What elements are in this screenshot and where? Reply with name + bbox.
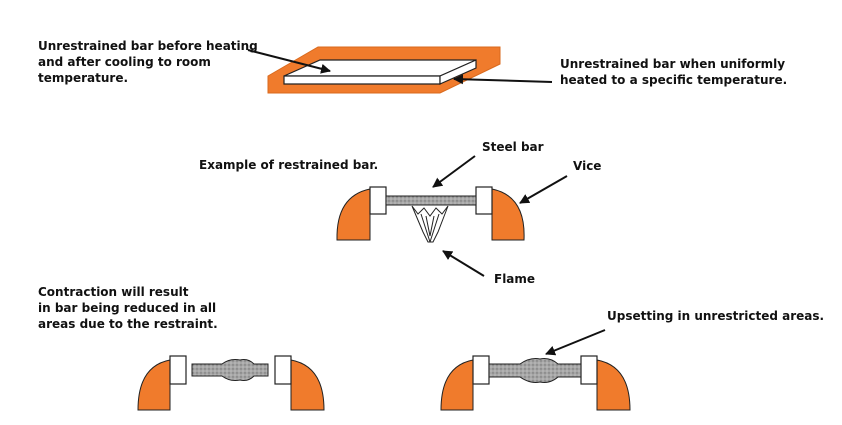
bottom-right-vice-right (580, 355, 631, 411)
middle-right-vice (475, 186, 525, 241)
arrow-vice (519, 175, 568, 204)
middle-steel-bar (385, 195, 477, 206)
arrow-flame (442, 250, 485, 277)
arrow-heated (453, 74, 553, 85)
middle-left-vice (336, 186, 387, 241)
label-steel-bar: Steel bar (482, 140, 544, 154)
label-contraction: Contraction will result in bar being red… (38, 285, 218, 331)
label-upsetting: Upsetting in unrestricted areas. (607, 309, 825, 323)
arrow-steel-bar (432, 155, 476, 188)
arrow-upsetting (545, 329, 606, 356)
bottom-left-vice-right (274, 355, 325, 411)
label-heated: Unrestrained bar when uniformly heated t… (560, 57, 788, 87)
arrow-before-heating (247, 49, 331, 74)
contracted-bar (191, 359, 269, 381)
label-before-heating: Unrestrained bar before heating and afte… (38, 39, 258, 85)
upset-bar (488, 358, 582, 383)
bottom-right-vice-left (440, 355, 490, 411)
label-restrained-example: Example of restrained bar. (199, 158, 379, 172)
unrestrained-bar (283, 59, 477, 85)
flame-shape (411, 205, 449, 243)
label-vice: Vice (573, 159, 602, 173)
bottom-left-vice-left (137, 355, 187, 411)
label-flame: Flame (494, 272, 536, 286)
